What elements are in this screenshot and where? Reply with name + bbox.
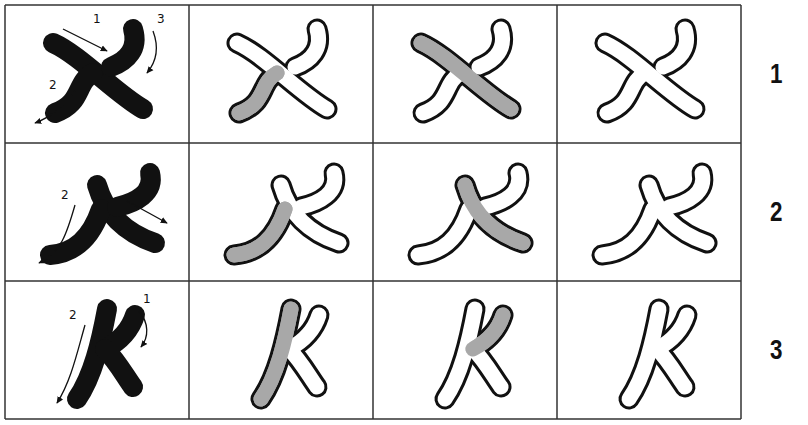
letter-outline-stroke [295, 29, 319, 67]
letter-solid [57, 309, 147, 403]
letter-shaded-stroke [465, 185, 523, 243]
letter-outline [421, 29, 511, 113]
stroke-number: 2 [69, 309, 77, 321]
letter-outline-stroke [289, 349, 317, 387]
letter-stroke [105, 349, 133, 387]
letter-outline-stroke [669, 173, 703, 207]
letter-outline-stroke [234, 209, 285, 255]
letter-outline [234, 173, 339, 255]
letter-inner-stroke [485, 173, 519, 207]
letter-outline-stroke [485, 173, 519, 207]
grid-line [188, 5, 190, 419]
letter-inner-stroke [473, 315, 503, 349]
letter-solid [35, 29, 156, 123]
row-number: 3 [770, 336, 782, 364]
grid-line [556, 5, 558, 419]
letter-outline [605, 29, 695, 113]
grid-line [5, 418, 741, 420]
stroke-number: 1 [143, 293, 151, 305]
letter-stroke [111, 29, 135, 67]
letter-outline-stroke [602, 209, 653, 255]
stroke-arrow [39, 205, 75, 263]
letter-outline-stroke [423, 73, 461, 113]
letter-shaded-stroke [239, 73, 277, 113]
letter-inner-stroke [602, 209, 653, 255]
grid-line [372, 5, 374, 419]
letter-outline-stroke [261, 309, 291, 399]
letter-outline [237, 29, 327, 113]
stroke-number: 1 [147, 183, 155, 195]
stroke-number: 2 [49, 79, 57, 91]
letter-solid [39, 173, 167, 263]
stroke-arrow [57, 325, 85, 403]
stroke-arrow [139, 311, 147, 347]
letter-outline-stroke [479, 29, 503, 67]
letter-shaded-stroke [473, 315, 503, 349]
stroke-arrow [63, 29, 107, 51]
letter-outline-stroke [663, 29, 687, 67]
letter-inner-stroke [663, 29, 687, 67]
letter-outline [261, 309, 319, 399]
letter-outline-stroke [418, 209, 469, 255]
letter-outline-stroke [657, 349, 685, 387]
grid-line [5, 142, 741, 144]
letter-inner-stroke [669, 173, 703, 207]
letter-inner-stroke [301, 173, 335, 207]
stroke-number: 1 [93, 13, 101, 25]
letter-inner-stroke [239, 73, 277, 113]
letter-outline [629, 309, 687, 399]
letter-shaded-stroke [421, 43, 511, 109]
stroke-arrow [147, 31, 156, 73]
letter-outline-stroke [301, 173, 335, 207]
row-number: 2 [770, 198, 782, 226]
table-grid [5, 5, 741, 419]
letter-shaded-stroke [234, 209, 285, 255]
letter-inner-stroke [295, 29, 319, 67]
stroke-number: 2 [61, 189, 69, 201]
letter-inner-stroke [418, 209, 469, 255]
grid-line [740, 5, 742, 419]
letter-inner-stroke [479, 29, 503, 67]
grid-line [5, 280, 741, 282]
letter-outline [445, 309, 503, 399]
letter-inner-stroke [289, 349, 317, 387]
stroke-number: 3 [157, 13, 165, 25]
letter-shaded-stroke [261, 309, 291, 399]
letter-inner-stroke [234, 209, 285, 255]
stroke-arrow [127, 201, 167, 223]
grid-line [5, 4, 741, 6]
letter-outline-stroke [239, 73, 277, 113]
letter-inner-stroke [261, 309, 291, 399]
letter-inner-stroke [607, 73, 645, 113]
letter-inner-stroke [423, 73, 461, 113]
row-number: 1 [770, 60, 782, 88]
stroke-arrow [35, 91, 75, 123]
grid-line [4, 5, 6, 419]
letter-outline [418, 173, 523, 255]
letter-outline [602, 173, 707, 255]
letter-outline-stroke [607, 73, 645, 113]
letter-inner-stroke [657, 349, 685, 387]
letter-stroke [117, 173, 151, 207]
